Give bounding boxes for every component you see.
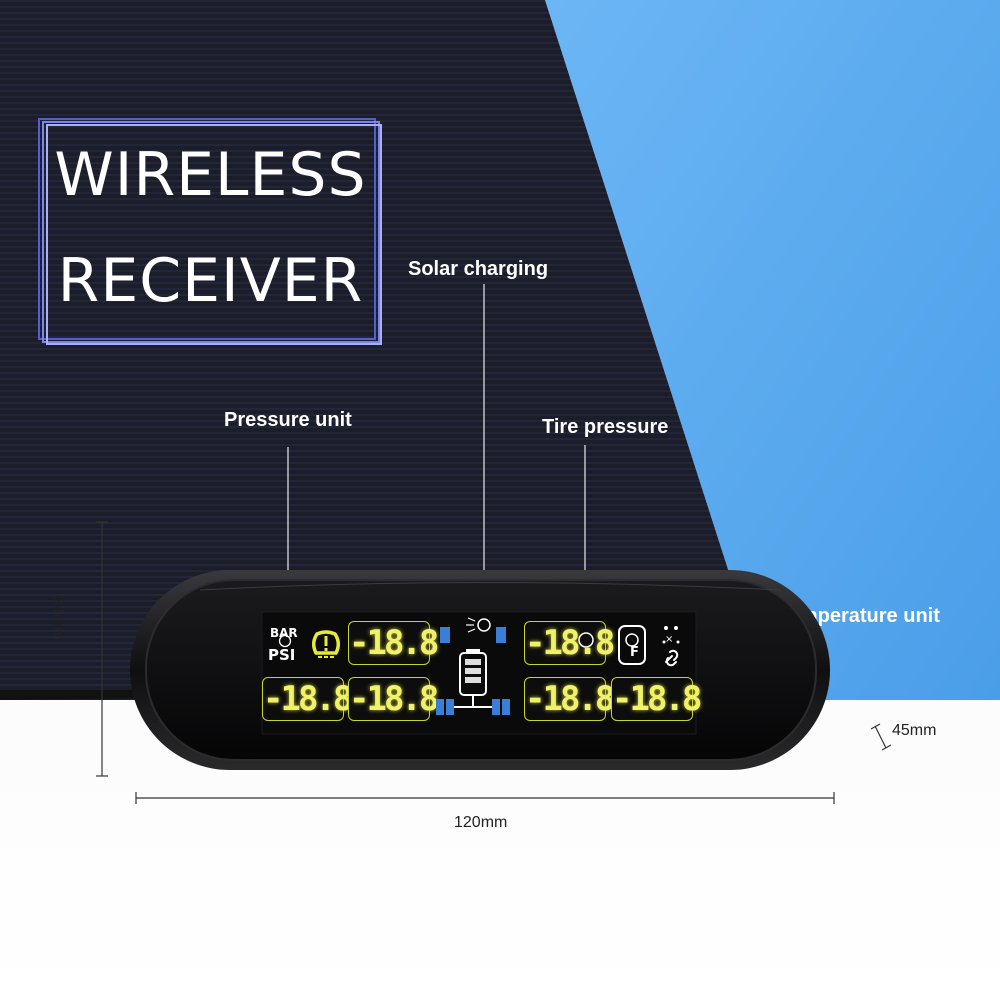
signal-link-icon: ×: [662, 626, 680, 667]
thermometer-icon: [618, 625, 646, 665]
title-line-2: RECEIVER: [57, 246, 364, 316]
reading-rear-left-outer: -18.8: [262, 677, 353, 721]
unit-fahrenheit: F: [630, 645, 639, 660]
reading-rear-left-inner: -18.8: [348, 677, 439, 721]
svg-text:×: ×: [665, 634, 673, 645]
reading-rear-right-outer: -18.8: [611, 677, 702, 721]
blue-stripe: [545, 0, 1000, 700]
label-temperature-unit: Temperature unit: [778, 605, 940, 627]
vehicle-diagram-icon: [436, 617, 510, 715]
dark-panel: [0, 0, 770, 700]
tire-pressure-marker-icon: [578, 632, 594, 648]
dimension-width: 120mm: [454, 814, 508, 831]
title-frame: WIRELESS RECEIVER: [38, 118, 383, 346]
reading-front-left: -18.8: [348, 621, 439, 665]
label-solar-charging: Solar charging: [408, 258, 549, 280]
unit-psi: PSI: [268, 646, 296, 664]
title-line-1: WIRELESS: [54, 140, 367, 210]
tpms-warning-icon: [312, 630, 340, 658]
label-pressure-unit: Pressure unit: [224, 409, 352, 431]
reading-rear-right-inner: -18.8: [524, 677, 615, 721]
label-tire-pressure: Tire pressure: [542, 416, 669, 438]
unit-circle-icon: [278, 634, 292, 648]
unit-bar: BAR: [270, 626, 298, 640]
dimension-depth: 45mm: [892, 722, 937, 739]
title-frame-border: [38, 118, 382, 345]
